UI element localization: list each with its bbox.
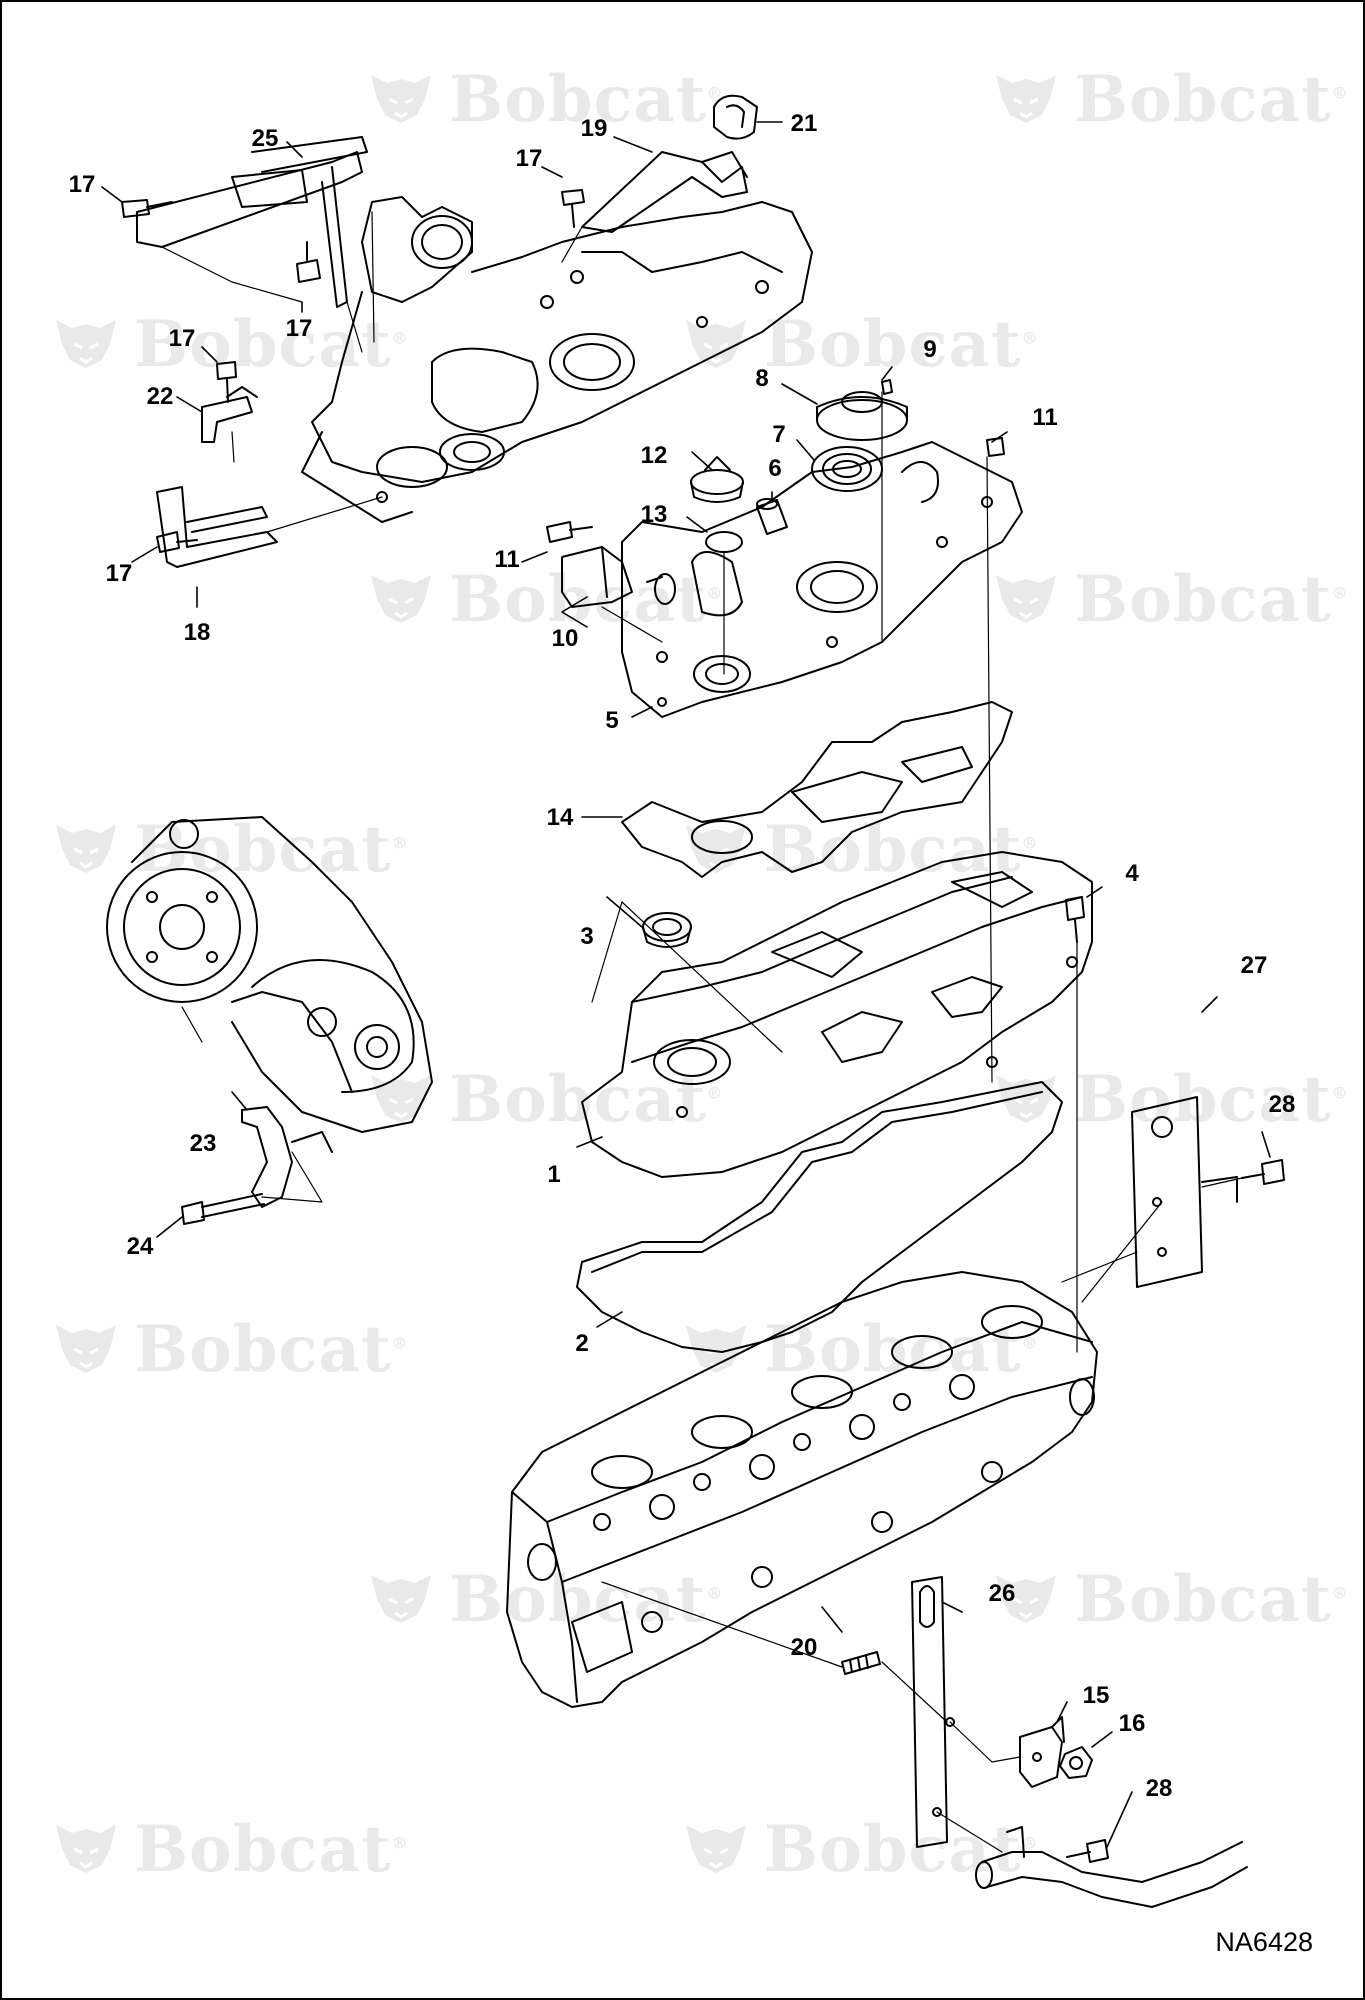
callout-17: 17 xyxy=(285,315,313,342)
callout-4: 4 xyxy=(1125,860,1139,887)
callout-5: 5 xyxy=(605,707,619,734)
callout-8: 8 xyxy=(755,365,769,392)
bracket-18 xyxy=(156,486,278,568)
bracket-22 xyxy=(201,386,258,443)
sleeve-6 xyxy=(756,498,788,535)
callout-28: 28 xyxy=(1268,1091,1296,1118)
rocker-cover-1 xyxy=(581,851,1093,1178)
gasket-2 xyxy=(576,1081,1063,1353)
cap-8 xyxy=(816,391,908,441)
figure-code: NA6428 xyxy=(1215,1927,1313,1957)
bracket-23 xyxy=(241,1106,293,1208)
callout-18: 18 xyxy=(183,619,211,646)
callout-17: 17 xyxy=(68,171,96,198)
callout-13: 13 xyxy=(640,501,668,528)
callout-23: 23 xyxy=(189,1130,217,1157)
callout-17: 17 xyxy=(515,145,543,172)
bolt-24 xyxy=(181,1193,265,1225)
callout-24: 24 xyxy=(126,1233,154,1260)
callout-7: 7 xyxy=(772,421,786,448)
bracket-26 xyxy=(911,1576,955,1848)
callout-19: 19 xyxy=(580,115,608,142)
tube-assembly xyxy=(975,1826,1248,1908)
valve-cover-5 xyxy=(621,441,1023,718)
bolt-17-group xyxy=(121,189,585,553)
o-ring-13 xyxy=(705,531,743,553)
bracket-25 xyxy=(136,136,368,308)
callout-2: 2 xyxy=(575,1330,589,1357)
stud-20 xyxy=(841,1651,881,1675)
callout-17: 17 xyxy=(105,560,133,587)
intake-manifold xyxy=(301,196,813,523)
cylinder-head xyxy=(506,1271,1098,1708)
bolt-9 xyxy=(881,379,893,395)
callout-11: 11 xyxy=(494,546,520,573)
callout-3: 3 xyxy=(580,923,594,950)
water-pump-assembly xyxy=(106,816,433,1153)
gasket-14 xyxy=(621,701,1013,878)
bolt-28-lower xyxy=(1066,1839,1109,1863)
callout-16: 16 xyxy=(1118,1710,1146,1737)
callout-10: 10 xyxy=(551,625,579,652)
callout-14: 14 xyxy=(546,804,574,831)
callout-15: 15 xyxy=(1082,1682,1110,1709)
nut-16 xyxy=(1059,1746,1093,1779)
relationship-lines xyxy=(161,211,1243,1853)
bolt-11-group xyxy=(546,437,1005,543)
plate-27 xyxy=(1131,1096,1238,1288)
callout-12: 12 xyxy=(640,442,668,469)
diaphragm-7 xyxy=(811,446,883,492)
bracket-19 xyxy=(581,151,748,233)
callout-26: 26 xyxy=(988,1580,1016,1607)
oil-fill-cap-12 xyxy=(690,456,744,503)
callout-1: 1 xyxy=(547,1161,561,1188)
callout-11: 11 xyxy=(1032,404,1058,431)
bolt-4 xyxy=(1065,896,1085,943)
leader-lines xyxy=(101,121,1271,1848)
seal-3 xyxy=(642,912,692,948)
callout-28: 28 xyxy=(1145,1775,1173,1802)
callout-20: 20 xyxy=(790,1634,818,1661)
clip-21 xyxy=(713,94,758,140)
bolt-28-upper xyxy=(1241,1159,1285,1185)
callout-21: 21 xyxy=(790,110,818,137)
sensor-10 xyxy=(561,546,676,608)
callout-27: 27 xyxy=(1240,952,1268,979)
callout-25: 25 xyxy=(251,125,279,152)
callout-22: 22 xyxy=(146,383,174,410)
callout-6: 6 xyxy=(768,455,782,482)
bracket-15 xyxy=(1019,1716,1065,1788)
callout-9: 9 xyxy=(923,336,937,363)
callout-17: 17 xyxy=(168,325,196,352)
